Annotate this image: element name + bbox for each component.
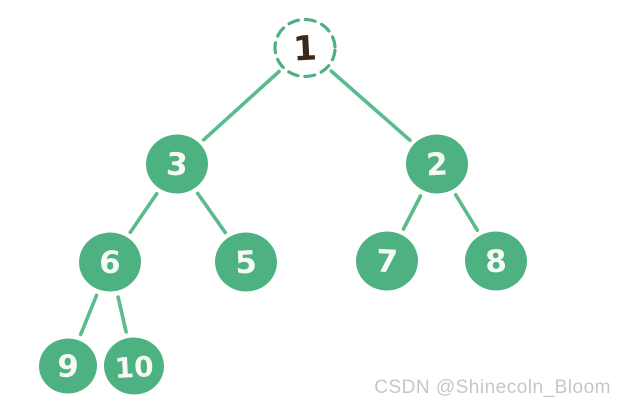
node-value: 3: [165, 146, 188, 183]
node-circle: [356, 231, 418, 291]
tree-edge-2-8: [453, 192, 480, 233]
node-circle: [406, 134, 468, 194]
tree-node-9: 9: [39, 338, 97, 394]
tree-edge-3-5: [195, 191, 228, 235]
node-value: 6: [98, 244, 121, 281]
node-circle-dashed: [273, 17, 337, 79]
node-value: 9: [56, 348, 79, 385]
node-value: 7: [375, 243, 398, 280]
node-circle: [146, 134, 208, 194]
tree-edge-6-9: [78, 293, 99, 337]
tree-node-1: 1: [273, 17, 337, 79]
tree-edge-1-2: [329, 69, 412, 143]
node-circle: [465, 231, 527, 291]
tree-node-3: 3: [146, 134, 208, 194]
tree-node-8: 8: [465, 231, 527, 291]
tree-edge-2-7: [401, 194, 423, 231]
watermark: CSDN @Shinecoln_Bloom: [374, 377, 611, 398]
tree-node-10: 10: [104, 337, 164, 395]
node-value: 5: [234, 244, 257, 281]
tree-edge-1-3: [201, 69, 281, 142]
node-value: 10: [114, 350, 155, 385]
tree-node-5: 5: [215, 232, 277, 292]
tree-node-2: 2: [406, 134, 468, 194]
node-value: 2: [425, 146, 448, 183]
tree-node-7: 7: [356, 231, 418, 291]
tree-edge-3-6: [128, 191, 159, 235]
node-value: 8: [484, 243, 507, 280]
node-value: 1: [292, 28, 318, 69]
node-circle: [215, 232, 277, 292]
node-circle: [39, 338, 97, 394]
node-circle: [79, 232, 141, 292]
tree-edge-6-10: [116, 295, 128, 334]
tree-node-6: 6: [79, 232, 141, 292]
node-circle: [104, 337, 164, 395]
